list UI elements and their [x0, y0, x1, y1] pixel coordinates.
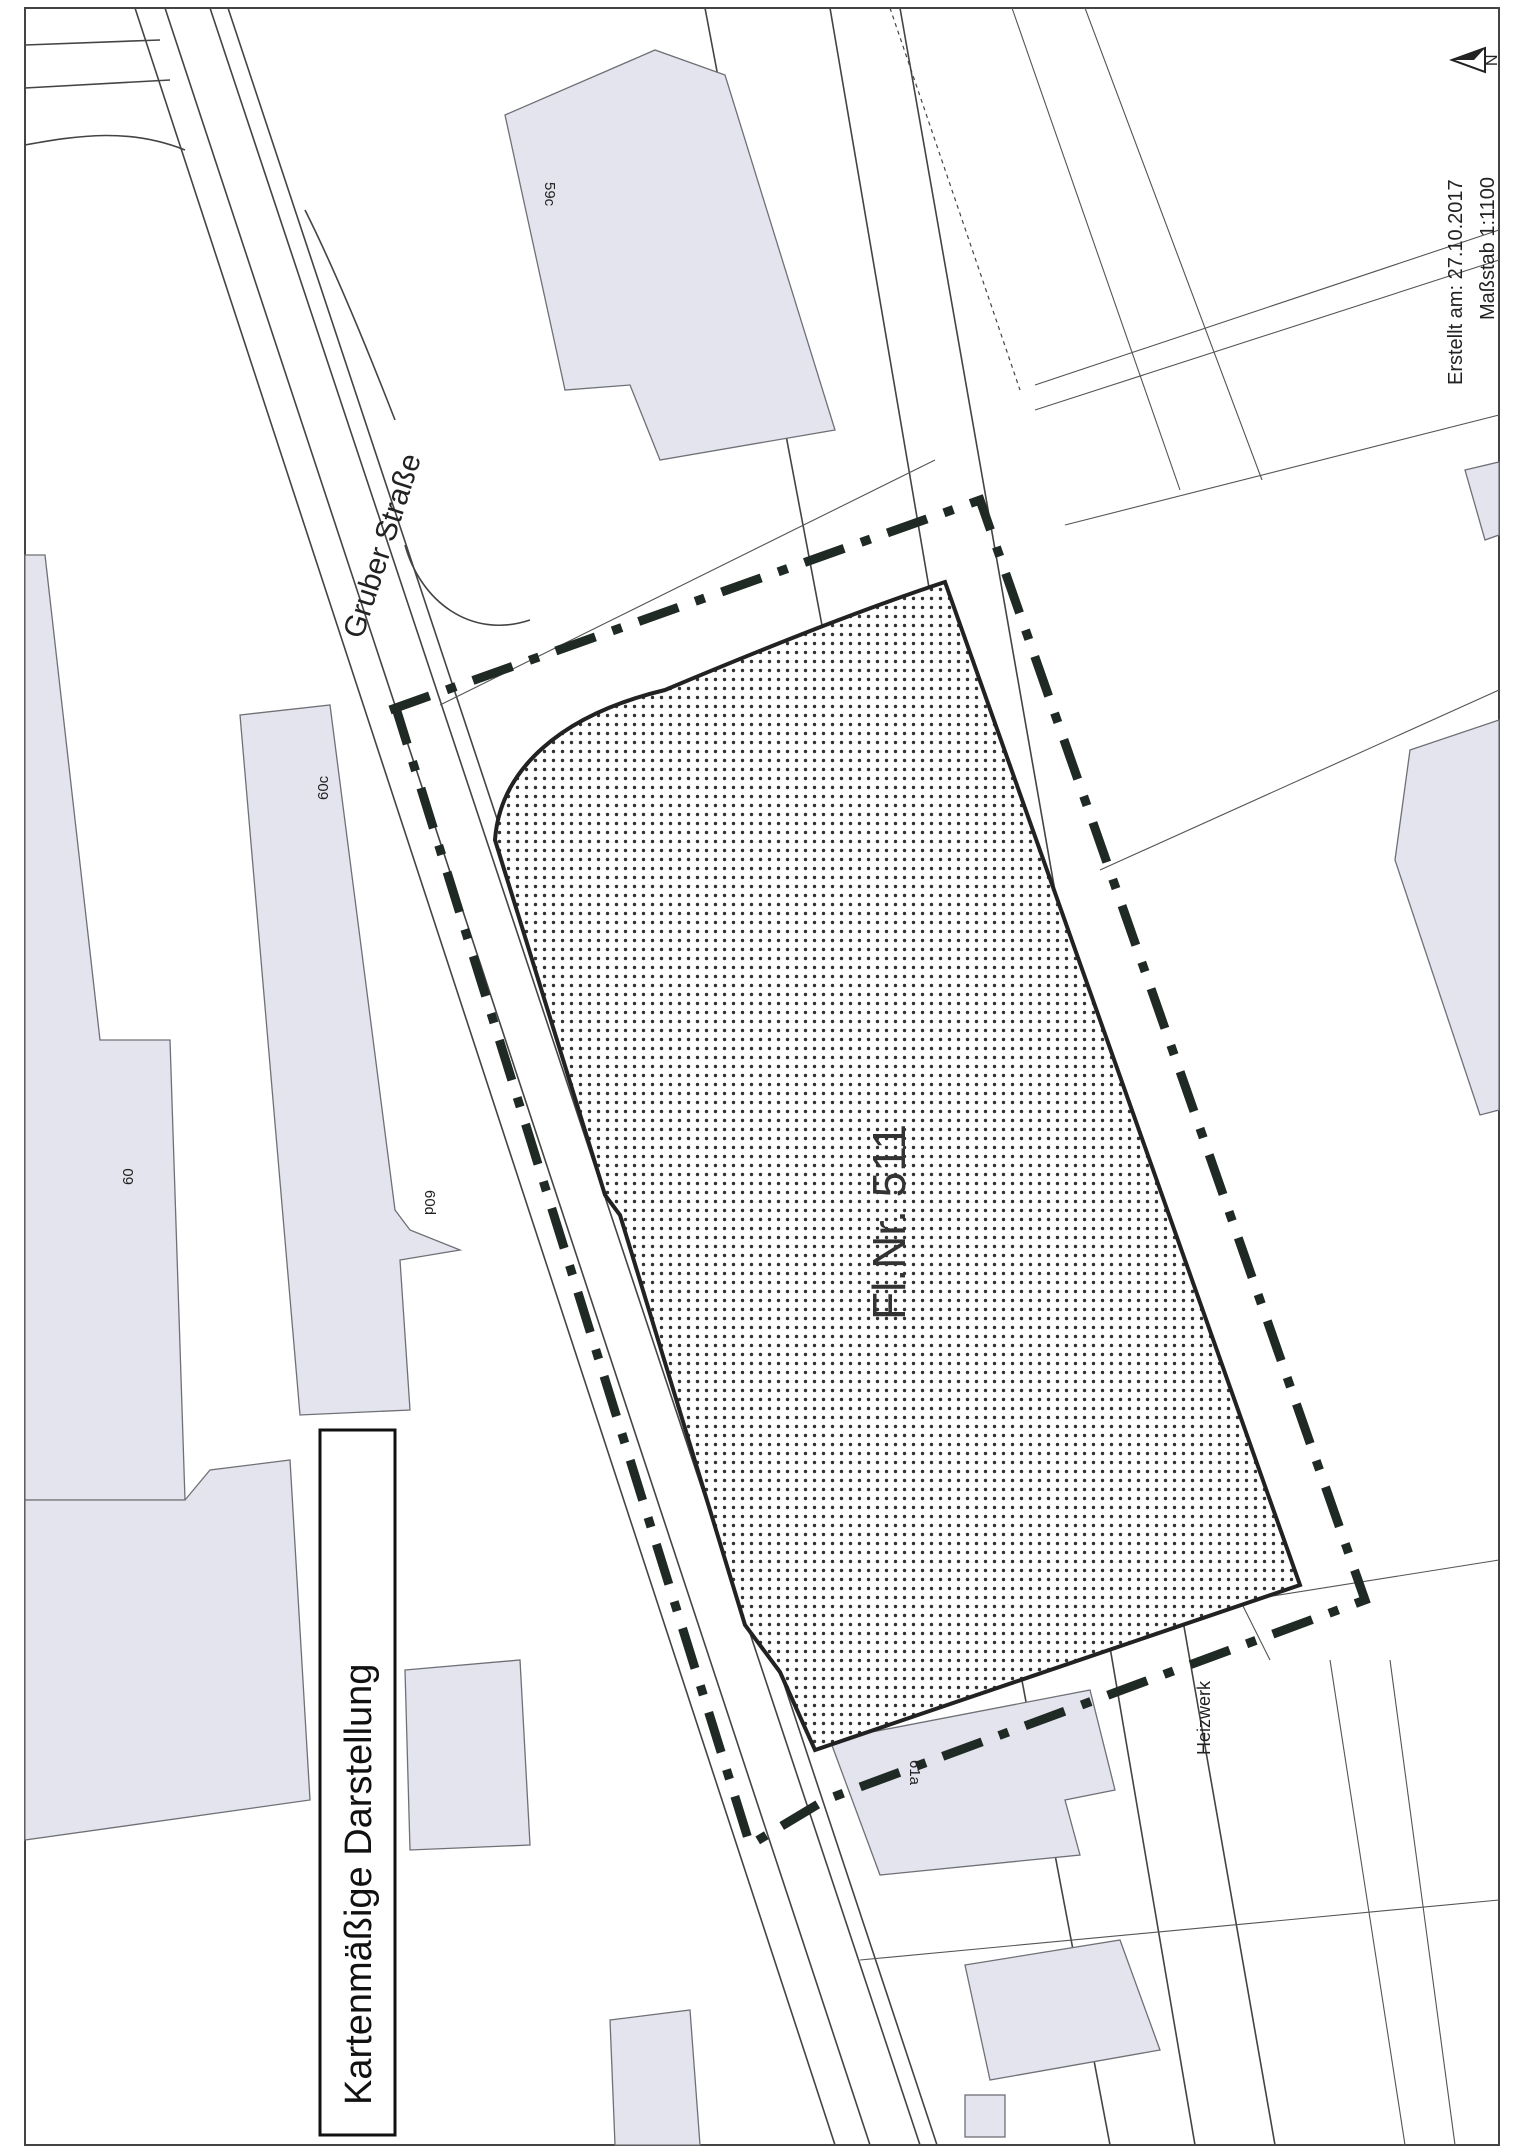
- building-right-1: [1464, 461, 1500, 541]
- house-number-59c: 59c: [541, 182, 558, 207]
- building-60-annex: [24, 1459, 311, 1841]
- house-number-61a: 61a: [906, 1760, 923, 1786]
- planning-boundary: [388, 494, 1371, 1852]
- building-lower: [964, 1939, 1161, 2081]
- building-right-2: [1394, 719, 1500, 1116]
- created-date: Erstellt am: 27.10.2017: [1445, 179, 1467, 385]
- small-shed: [964, 2094, 1006, 2138]
- buildings: [24, 49, 1500, 2146]
- heating-plant-label: Heizwerk: [1194, 1680, 1214, 1755]
- map-title: Kartenmäßige Darstellung: [338, 1664, 380, 2105]
- house-number-60d: 60d: [421, 1190, 438, 1215]
- scale-text: Maßstab 1:1100: [1477, 177, 1499, 320]
- house-number-60c: 60c: [315, 775, 332, 800]
- building-near-60: [404, 1659, 531, 1851]
- north-label: N: [1484, 54, 1501, 66]
- north-arrow-icon: N: [1449, 46, 1501, 74]
- parcel-511: [492, 579, 1303, 1753]
- house-number-60: 60: [120, 1168, 137, 1185]
- building-59c: [504, 49, 836, 461]
- building-bottom-left: [609, 2009, 701, 2146]
- parcel-label: Fl.Nr. 511: [863, 1124, 915, 1320]
- map-title-box: Kartenmäßige Darstellung: [318, 1428, 397, 2137]
- building-61a: [829, 1689, 1116, 1876]
- building-60c: [239, 704, 463, 1416]
